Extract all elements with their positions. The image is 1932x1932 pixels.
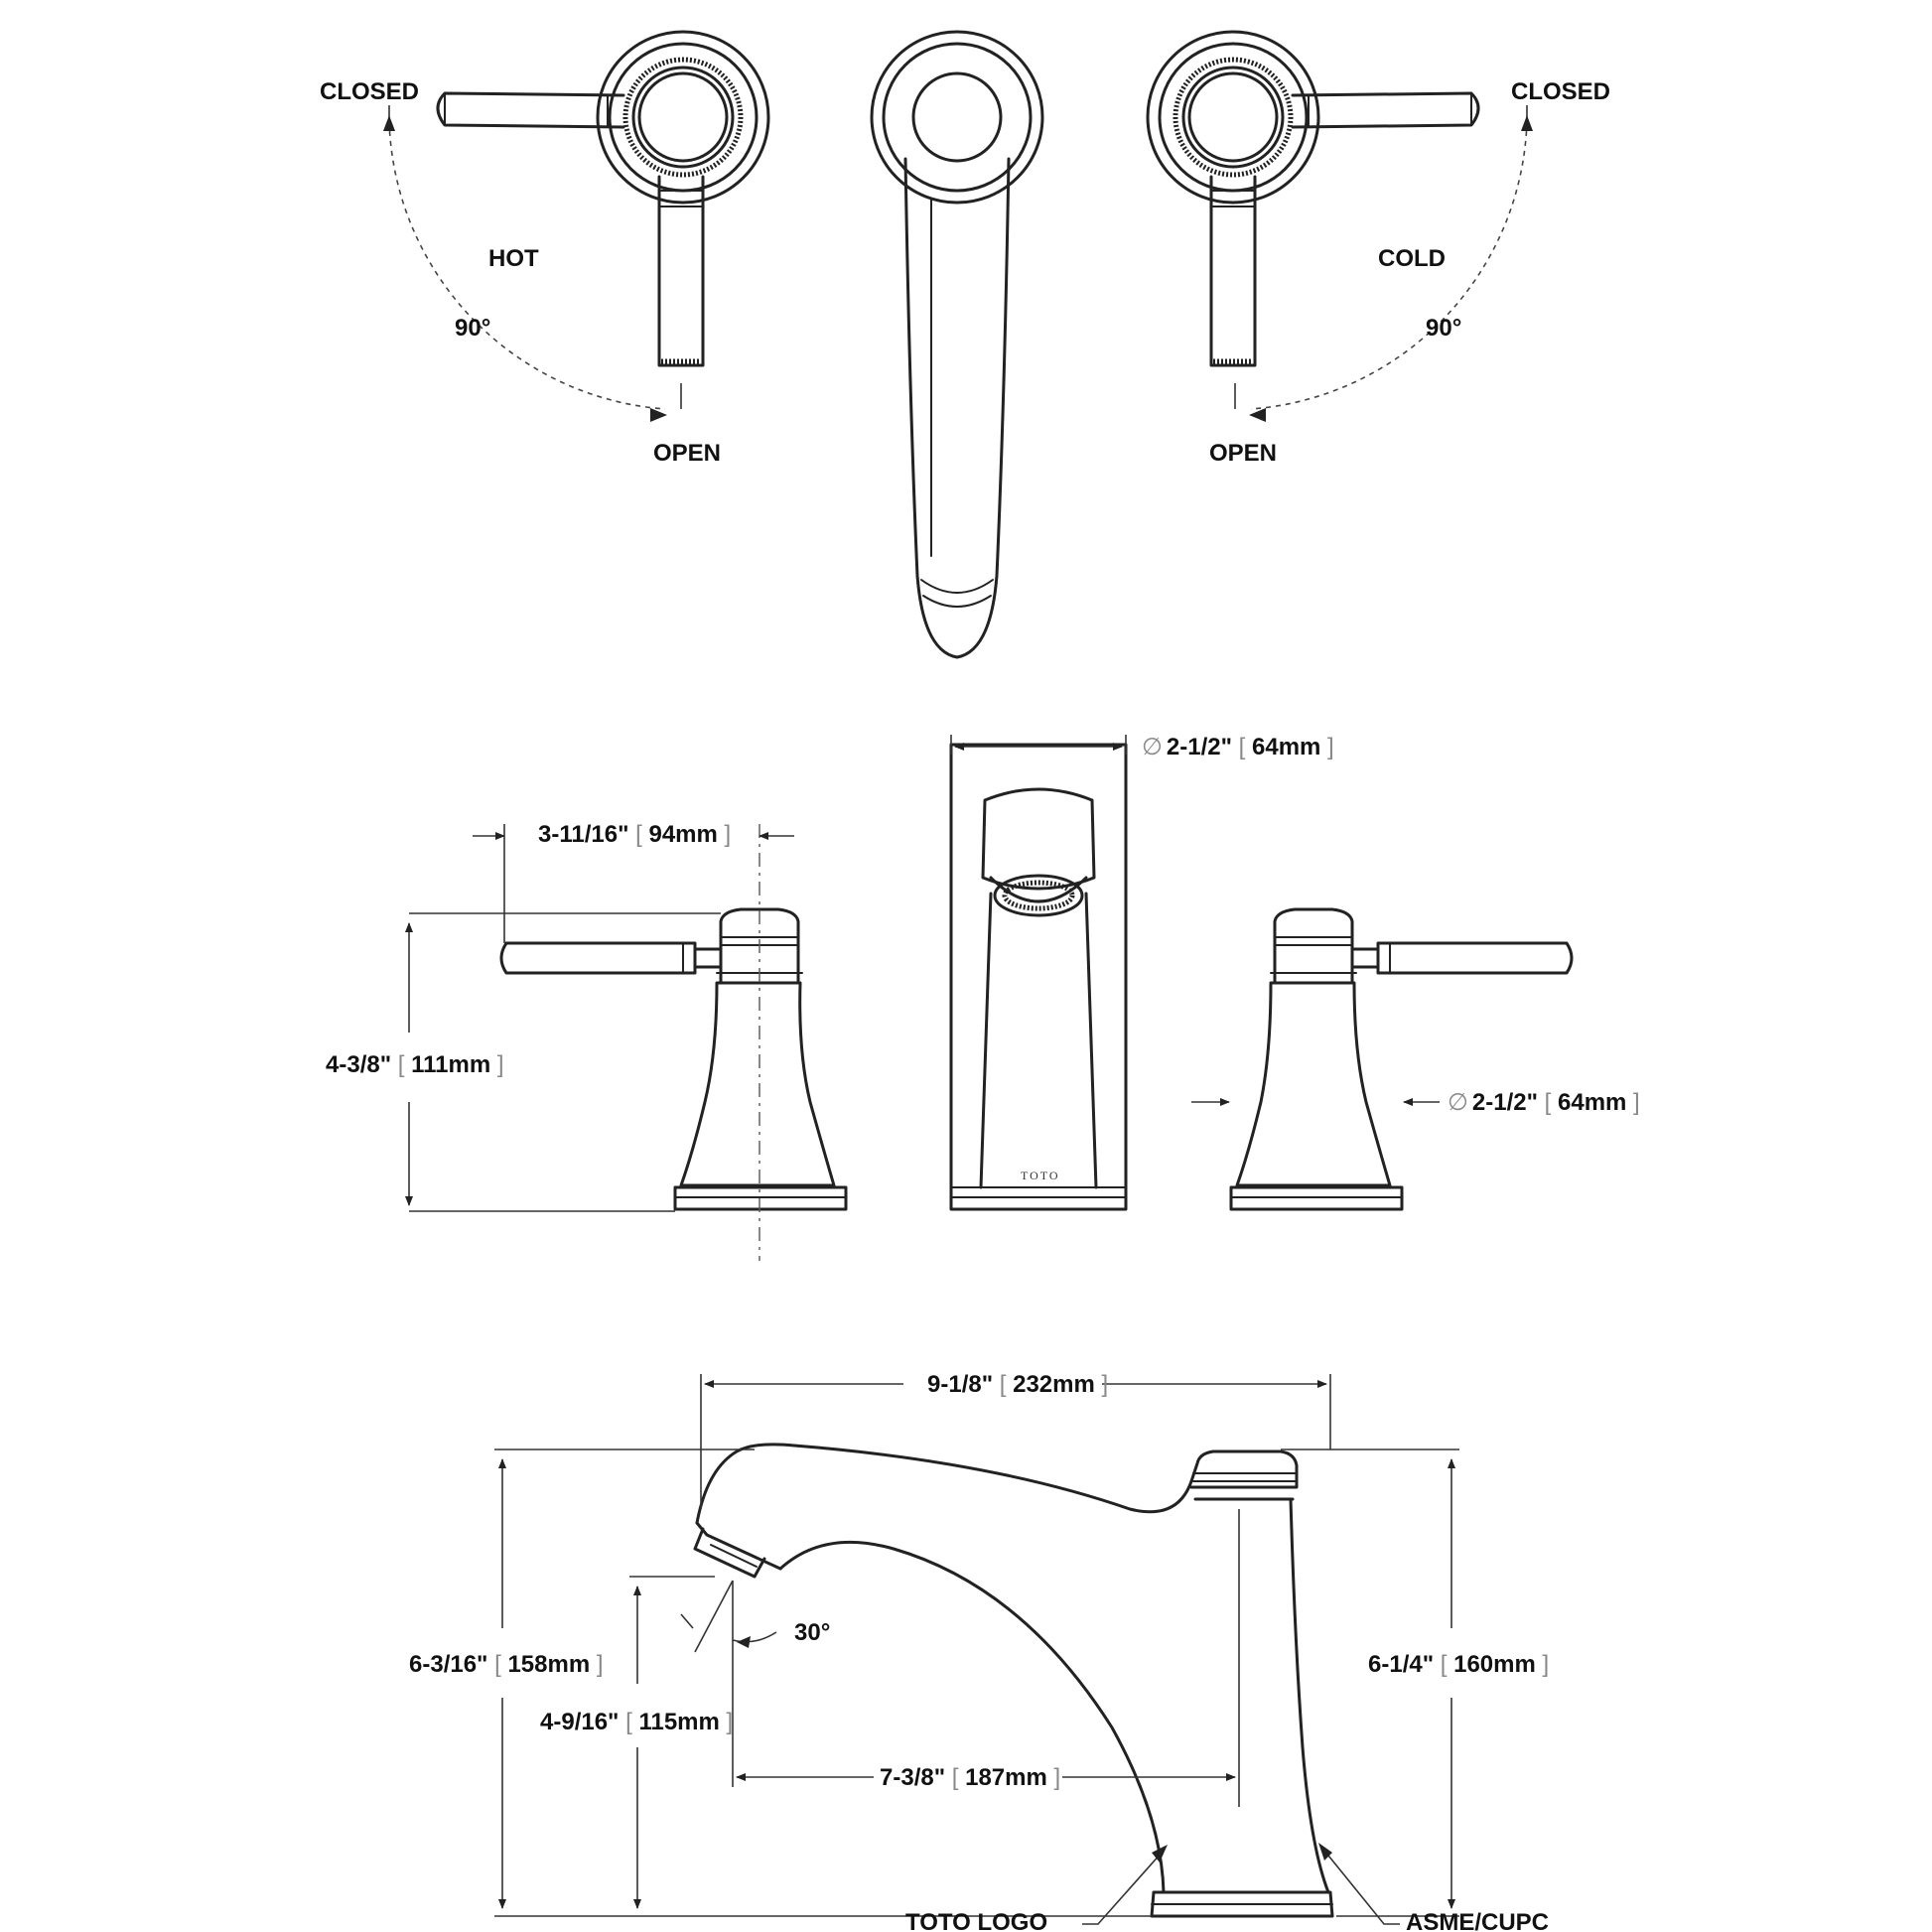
side-view: 9-1/8" [ 232mm ] 6-3/16" [ 158mm ] 4-9/1…	[409, 1371, 1549, 1932]
cold-handle-front	[1229, 907, 1574, 1211]
body-height-dimension: 6-1/4" [ 160mm ]	[1368, 1651, 1549, 1678]
outlet-height-dimension: 4-9/16" [ 115mm ]	[540, 1709, 733, 1735]
spout-side	[693, 1443, 1334, 1918]
hot-handle-front	[499, 907, 848, 1211]
spout-reach-dimension: 7-3/8" [ 187mm ]	[880, 1764, 1060, 1791]
cold-angle-label: 90°	[1426, 315, 1461, 342]
hot-label: HOT	[488, 245, 539, 272]
front-view: TOTO 3-11/16" [ 94mm ]	[326, 734, 1640, 1261]
hot-closed-label: CLOSED	[320, 78, 419, 105]
spout-front: TOTO	[949, 743, 1128, 1211]
handle-diameter-dimension: ∅2-1/2" [ 64mm ]	[1448, 1089, 1640, 1116]
toto-logo-callout: TOTO LOGO	[905, 1909, 1047, 1932]
hot-handle-top	[436, 30, 770, 367]
spout-brand-mark: TOTO	[1021, 1169, 1060, 1182]
cold-open-label: OPEN	[1209, 440, 1277, 467]
cert-callout: ASME/CUPC	[1406, 1909, 1549, 1932]
cold-label: COLD	[1378, 245, 1446, 272]
top-view: CLOSED HOT 90° OPEN	[320, 30, 1610, 659]
cold-handle-top	[1146, 30, 1480, 367]
lever-reach-dimension: 3-11/16" [ 94mm ]	[538, 821, 731, 848]
outlet-angle-label: 30°	[794, 1619, 830, 1646]
overall-height-dimension: 6-3/16" [ 158mm ]	[409, 1651, 604, 1678]
spout-diameter-dimension: ∅2-1/2" [ 64mm ]	[1142, 734, 1334, 760]
hot-open-label: OPEN	[653, 440, 721, 467]
hot-angle-label: 90°	[455, 315, 490, 342]
handle-height-dimension: 4-3/8" [ 111mm ]	[326, 1051, 504, 1078]
cold-rotation-indicator	[1234, 105, 1533, 422]
hot-rotation-indicator	[383, 105, 682, 422]
spout-top	[870, 30, 1044, 659]
cold-closed-label: CLOSED	[1511, 78, 1610, 105]
total-reach-dimension: 9-1/8" [ 232mm ]	[927, 1371, 1108, 1398]
